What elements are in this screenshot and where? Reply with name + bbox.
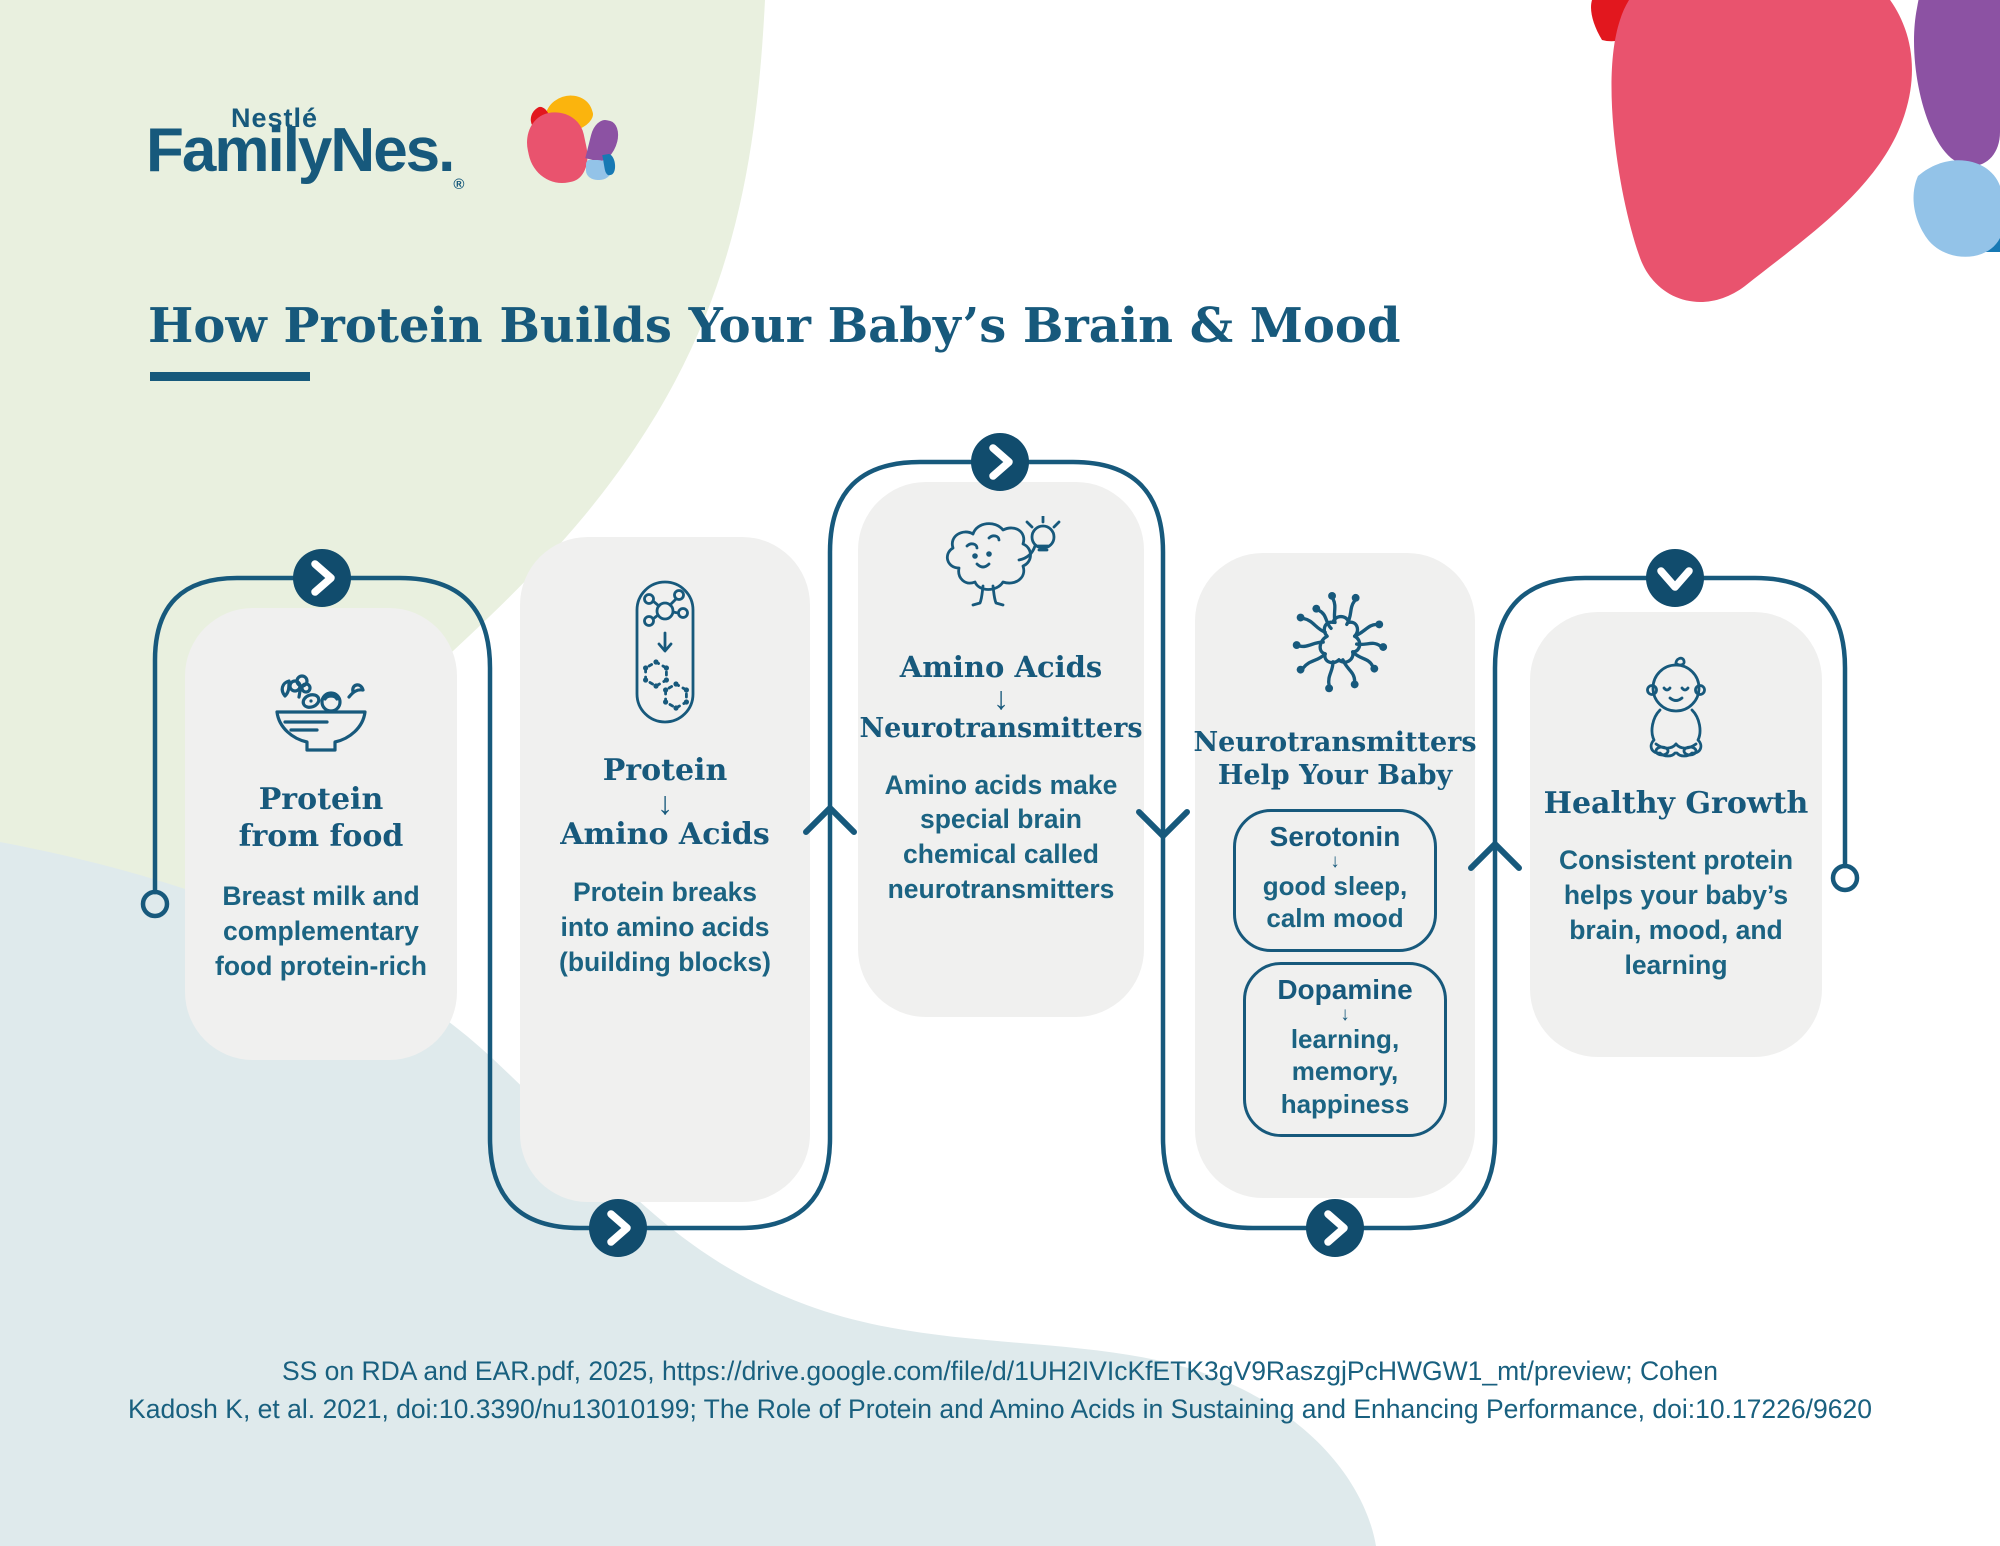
down-arrow: ↓ — [993, 680, 1009, 717]
rail-terminal-end — [1830, 863, 1860, 893]
chevron-right-icon — [311, 560, 335, 596]
down-arrow: ↓ — [657, 784, 673, 821]
protein-capsule-icon — [635, 580, 695, 724]
chevron-down-icon — [1657, 567, 1693, 591]
deco-lightblue-blob — [1913, 160, 2000, 257]
node-4 — [1306, 1199, 1364, 1257]
deco-blue-accent — [1959, 186, 2000, 252]
nestle-wordmark: Nestlé — [231, 103, 319, 133]
page-title: How Protein Builds Your Baby’s Brain & M… — [148, 298, 1401, 354]
down-arrow: ↓ — [1330, 850, 1340, 872]
card-heading: Healthy Growth — [1543, 786, 1809, 821]
card-body: Consistent protein helps your baby’s bra… — [1558, 844, 1794, 980]
dopamine-label: Dopamine — [1277, 973, 1413, 1005]
deco-pink-blob — [1611, 0, 1912, 302]
deco-yellow-blob — [1768, 0, 1872, 20]
brain-lightbulb-icon — [945, 516, 1061, 607]
title-underline — [150, 372, 310, 381]
card-body: Breast milk and complementary food prote… — [215, 881, 427, 982]
chevron-right-icon — [989, 444, 1013, 480]
node-5 — [1646, 549, 1704, 607]
card-protein-amino-acids: Protein ↓ Amino Acids Protein breaks int… — [520, 537, 810, 1202]
food-bowl-icon — [275, 674, 367, 752]
card-body: Amino acids make special brain chemical … — [884, 769, 1118, 905]
card-protein-from-food: Protein from food Breast milk and comple… — [185, 608, 457, 1060]
card-amino-neurotransmitters: Amino Acids ↓ Neurotransmitters Amino ac… — [858, 482, 1144, 1017]
card-heading: Neurotransmitters Help Your Baby — [1193, 727, 1477, 791]
rail-arrow-down-icon — [1136, 809, 1190, 839]
citation-line-1: SS on RDA and EAR.pdf, 2025, https://dri… — [281, 1356, 1719, 1386]
baby-icon — [1646, 656, 1706, 758]
card-heading: Amino Acids — [560, 816, 770, 852]
footer-citation: SS on RDA and EAR.pdf, 2025, https://dri… — [0, 1352, 2000, 1429]
registered-mark: ® — [453, 176, 465, 193]
node-1 — [293, 549, 351, 607]
deco-red-accent — [1591, 0, 1668, 42]
rail-arrow-up-icon — [803, 805, 857, 835]
card-heading: Protein from food — [238, 782, 404, 854]
dopamine-box: Dopamine ↓ learning, memory, happiness — [1243, 961, 1447, 1138]
rail-arrow-up-icon — [1468, 841, 1522, 871]
deco-purple-blob — [1914, 0, 2000, 166]
card-healthy-growth: Healthy Growth Consistent protein helps … — [1530, 612, 1822, 1057]
rail-terminal-start — [140, 889, 170, 919]
down-arrow: ↓ — [1340, 1003, 1350, 1025]
serotonin-text: good sleep, calm mood — [1262, 870, 1408, 934]
card-neurotransmitters-help: Neurotransmitters Help Your Baby Seroton… — [1193, 553, 1477, 1198]
card-heading: Neurotransmitters — [859, 712, 1143, 744]
chevron-right-icon — [1324, 1210, 1348, 1246]
serotonin-box: Serotonin ↓ good sleep, calm mood — [1233, 808, 1437, 952]
card-body: Protein breaks into amino acids (buildin… — [559, 877, 771, 978]
serotonin-label: Serotonin — [1269, 820, 1401, 852]
familynes-wordmark: FamilyNes.® — [146, 116, 465, 193]
brand-blob-icon — [521, 89, 624, 192]
chevron-right-icon — [607, 1210, 631, 1246]
neuron-icon — [1292, 591, 1388, 693]
citation-line-2: Kadosh K, et al. 2021, doi:10.3390/nu130… — [128, 1394, 1872, 1425]
node-2 — [589, 1199, 647, 1257]
dopamine-text: learning, memory, happiness — [1280, 1023, 1410, 1119]
